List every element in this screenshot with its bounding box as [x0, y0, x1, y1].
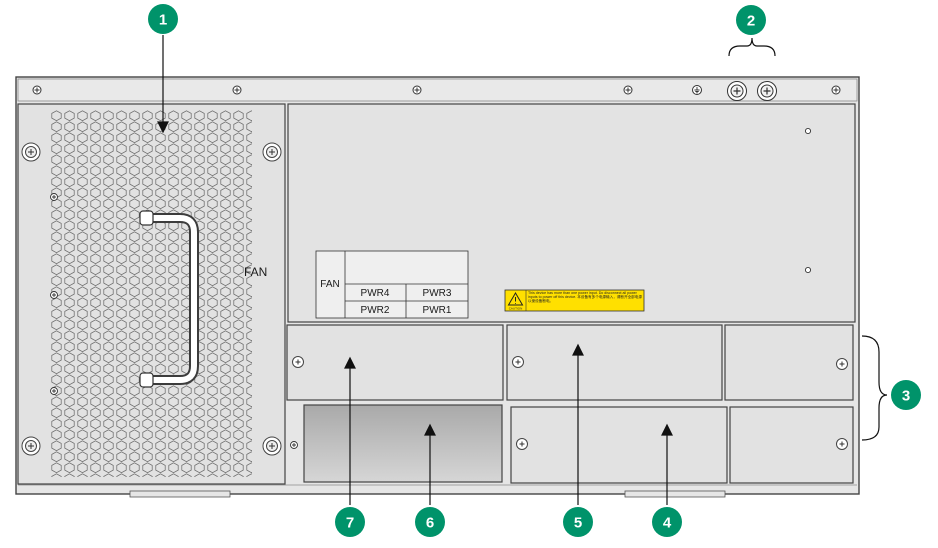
captive-screw-icon	[292, 356, 304, 368]
arrowhead-icon	[344, 356, 356, 369]
right-power-slots	[724, 324, 854, 484]
brace-icon	[728, 37, 776, 57]
table-cell-pwr4: PWR4	[361, 288, 390, 299]
fan-handle-icon	[139, 210, 199, 388]
power-slot-pwr2-blank	[290, 404, 503, 483]
indicator-hole-icon	[804, 127, 812, 135]
arrowhead-icon	[572, 343, 584, 356]
fan-vent-grille	[50, 110, 252, 477]
screw-icon	[232, 85, 242, 95]
callout-4: 4	[652, 507, 682, 537]
caution-caption: CAUTION	[509, 307, 523, 311]
grounding-screws	[727, 81, 777, 101]
screw-icon	[32, 85, 42, 95]
callout-1: 1	[148, 4, 178, 34]
captive-screw-icon	[512, 356, 524, 368]
power-slot-pwr1	[510, 406, 728, 484]
callout-3: 3	[891, 380, 921, 410]
grounding-screw-icon	[757, 81, 777, 101]
captive-screw-icon	[21, 142, 41, 162]
captive-screw-icon	[516, 438, 528, 450]
arrowhead-icon	[661, 423, 673, 436]
table-cell-pwr2: PWR2	[361, 305, 390, 316]
screw-icon	[50, 193, 58, 201]
screw-icon	[623, 85, 633, 95]
power-slots	[286, 324, 854, 484]
indicator-hole-icon	[804, 266, 812, 274]
callout-5: 5	[563, 507, 593, 537]
brace-icon	[861, 335, 888, 441]
svg-text:5: 5	[574, 515, 582, 532]
screw-icon	[50, 291, 58, 299]
callout-7: 7	[335, 507, 365, 537]
table-cell-pwr1: PWR1	[423, 305, 452, 316]
fan-tray: FAN	[17, 103, 286, 485]
callout-2: 2	[736, 5, 766, 35]
fan-label: FAN	[244, 265, 267, 279]
captive-screw-icon	[21, 436, 41, 456]
caution-text: This device has more than one power inpu…	[528, 291, 642, 304]
screw-icon	[831, 85, 841, 95]
power-slot-pwr3	[506, 324, 723, 401]
captive-screw-icon	[262, 142, 282, 162]
svg-text:3: 3	[902, 388, 910, 405]
power-slot-pwr4	[286, 324, 504, 401]
callout-6: 6	[415, 507, 445, 537]
svg-text:4: 4	[663, 515, 672, 532]
screw-icon	[412, 85, 422, 95]
callout-leaders	[157, 35, 888, 505]
table-fan-label: FAN	[320, 279, 339, 290]
screw-icon	[50, 387, 58, 395]
grounding-screw-icon	[727, 81, 747, 101]
svg-text:1: 1	[159, 12, 167, 29]
captive-screw-icon	[836, 438, 848, 450]
top-rail-screws	[32, 81, 841, 101]
captive-screw-icon	[836, 358, 848, 370]
arrowhead-icon	[157, 121, 169, 134]
captive-screw-icon	[262, 436, 282, 456]
svg-text:7: 7	[346, 515, 354, 532]
caution-label: CAUTION This device has more than one po…	[504, 289, 645, 312]
svg-text:2: 2	[747, 13, 755, 30]
screw-icon	[290, 441, 298, 449]
warning-triangle-icon	[507, 292, 524, 306]
arrowhead-icon	[424, 423, 436, 436]
table-cell-pwr3: PWR3	[423, 288, 452, 299]
ground-symbol-icon	[692, 85, 702, 95]
svg-text:6: 6	[426, 515, 434, 532]
slot-layout-table: FAN PWR4 PWR3 PWR2 PWR1	[315, 250, 469, 319]
